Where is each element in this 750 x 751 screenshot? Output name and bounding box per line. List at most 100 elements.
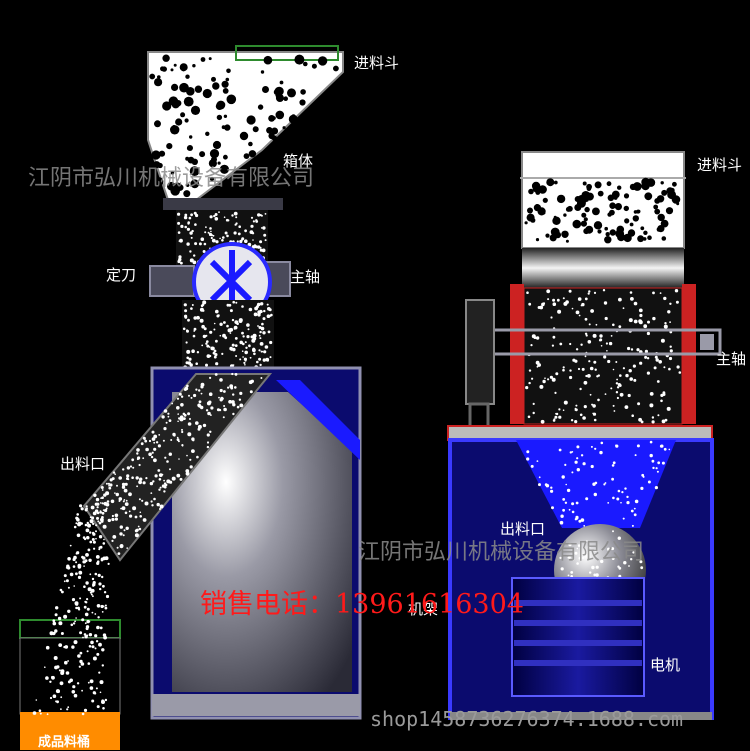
- particle: [75, 522, 77, 524]
- particle: [628, 229, 635, 236]
- particle: [190, 213, 193, 216]
- particle: [191, 237, 193, 239]
- particle: [91, 506, 95, 510]
- particle: [75, 607, 77, 609]
- particle: [640, 487, 643, 490]
- particle: [87, 608, 90, 611]
- particle: [75, 561, 77, 563]
- particle: [67, 566, 70, 569]
- particle: [279, 138, 288, 147]
- particle: [613, 461, 616, 464]
- watermark-company-top: 江阴市弘川机械设备有限公司: [28, 166, 314, 192]
- particle: [605, 317, 608, 320]
- particle: [207, 441, 209, 443]
- particle: [590, 309, 594, 313]
- particle: [605, 482, 607, 484]
- particle: [235, 302, 237, 304]
- particle: [165, 484, 168, 487]
- particle: [543, 198, 548, 203]
- particle: [637, 235, 644, 242]
- particle: [247, 115, 256, 124]
- particle: [230, 387, 233, 390]
- particle: [244, 358, 247, 361]
- particle: [626, 496, 628, 498]
- particle: [615, 361, 617, 363]
- particle: [656, 358, 659, 361]
- particle: [186, 350, 190, 354]
- particle: [577, 468, 580, 471]
- particle: [594, 221, 602, 229]
- particle: [575, 405, 577, 407]
- particle: [615, 203, 622, 210]
- particle: [562, 498, 565, 501]
- particle: [265, 239, 267, 241]
- particle: [96, 653, 99, 656]
- particle: [583, 182, 587, 186]
- particle: [251, 217, 253, 219]
- particle: [260, 302, 263, 305]
- particle: [637, 402, 640, 405]
- particle: [189, 459, 191, 461]
- particle: [153, 498, 156, 501]
- particle: [538, 207, 546, 215]
- particle: [152, 452, 154, 454]
- particle: [572, 359, 575, 362]
- particle: [263, 310, 265, 312]
- particle: [84, 635, 87, 638]
- particle: [85, 613, 89, 617]
- particle: [660, 394, 663, 397]
- particle: [99, 535, 102, 538]
- particle: [68, 587, 70, 589]
- particle: [98, 574, 101, 577]
- particle: [649, 403, 653, 407]
- particle: [226, 78, 230, 82]
- particle: [205, 132, 209, 136]
- particle: [571, 502, 574, 505]
- particle: [67, 660, 69, 662]
- particle: [82, 556, 85, 559]
- particle: [553, 336, 556, 339]
- particle: [119, 500, 121, 502]
- particle: [568, 575, 570, 577]
- particle: [44, 666, 46, 668]
- particle: [636, 348, 639, 351]
- particle: [45, 676, 49, 680]
- particle: [213, 215, 215, 217]
- particle: [162, 474, 164, 476]
- particle: [184, 216, 186, 218]
- particle: [184, 97, 194, 107]
- particle: [618, 383, 621, 386]
- particle: [33, 711, 37, 715]
- particle: [248, 142, 253, 147]
- particle: [547, 378, 549, 380]
- particle: [539, 385, 543, 389]
- particle: [92, 538, 95, 541]
- particle: [178, 458, 180, 460]
- particle: [584, 405, 587, 408]
- particle: [82, 713, 85, 716]
- fixed-blade-left: [150, 266, 194, 296]
- particle: [235, 373, 238, 376]
- particle: [166, 460, 169, 463]
- particle: [299, 99, 305, 105]
- particle: [135, 516, 138, 519]
- particle: [670, 349, 673, 352]
- particle: [215, 340, 218, 343]
- particle: [152, 437, 156, 441]
- particle: [536, 361, 540, 365]
- particle: [92, 612, 94, 614]
- particle: [631, 414, 634, 417]
- particle: [593, 334, 597, 338]
- particle: [105, 605, 107, 607]
- particle: [93, 548, 95, 550]
- particle: [619, 374, 622, 377]
- particle: [203, 424, 206, 427]
- particle: [631, 348, 633, 350]
- particle: [82, 637, 84, 639]
- particle: [303, 62, 308, 67]
- particle: [201, 345, 203, 347]
- particle: [562, 475, 565, 478]
- particle: [186, 385, 189, 388]
- particle: [617, 386, 619, 388]
